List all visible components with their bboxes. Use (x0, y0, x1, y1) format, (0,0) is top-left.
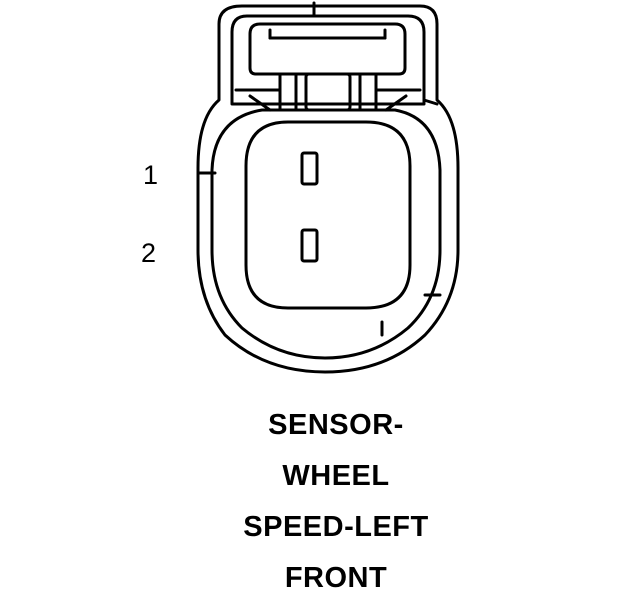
latch-base-line-right (374, 88, 422, 112)
connector-housing-outline (196, 4, 460, 374)
pin-label-2: 2 (141, 238, 157, 268)
connector-inner-outline (210, 108, 442, 360)
pin-label-1: 1 (143, 160, 159, 190)
keyway-step (380, 293, 442, 337)
latch-arm-left (278, 72, 298, 112)
latch-tower-inner-outline (230, 14, 426, 106)
connector-face-diagram (196, 1, 460, 374)
terminal-cavity (244, 120, 412, 310)
latch-base-line-left (234, 88, 282, 112)
latch-arm-right (358, 72, 378, 112)
caption-line-front: FRONT (284, 562, 388, 594)
latch-tab (248, 22, 407, 76)
latch-shoulder-right (422, 98, 439, 106)
pin-terminal-1 (300, 151, 319, 186)
caption-line-sensor: SENSOR- (268, 409, 404, 441)
pin-terminal-2 (300, 228, 319, 263)
caption-line-wheel: WHEEL (282, 460, 390, 492)
caption-line-speed-left: SPEED-LEFT (243, 511, 429, 543)
latch-lock-post (304, 72, 352, 112)
